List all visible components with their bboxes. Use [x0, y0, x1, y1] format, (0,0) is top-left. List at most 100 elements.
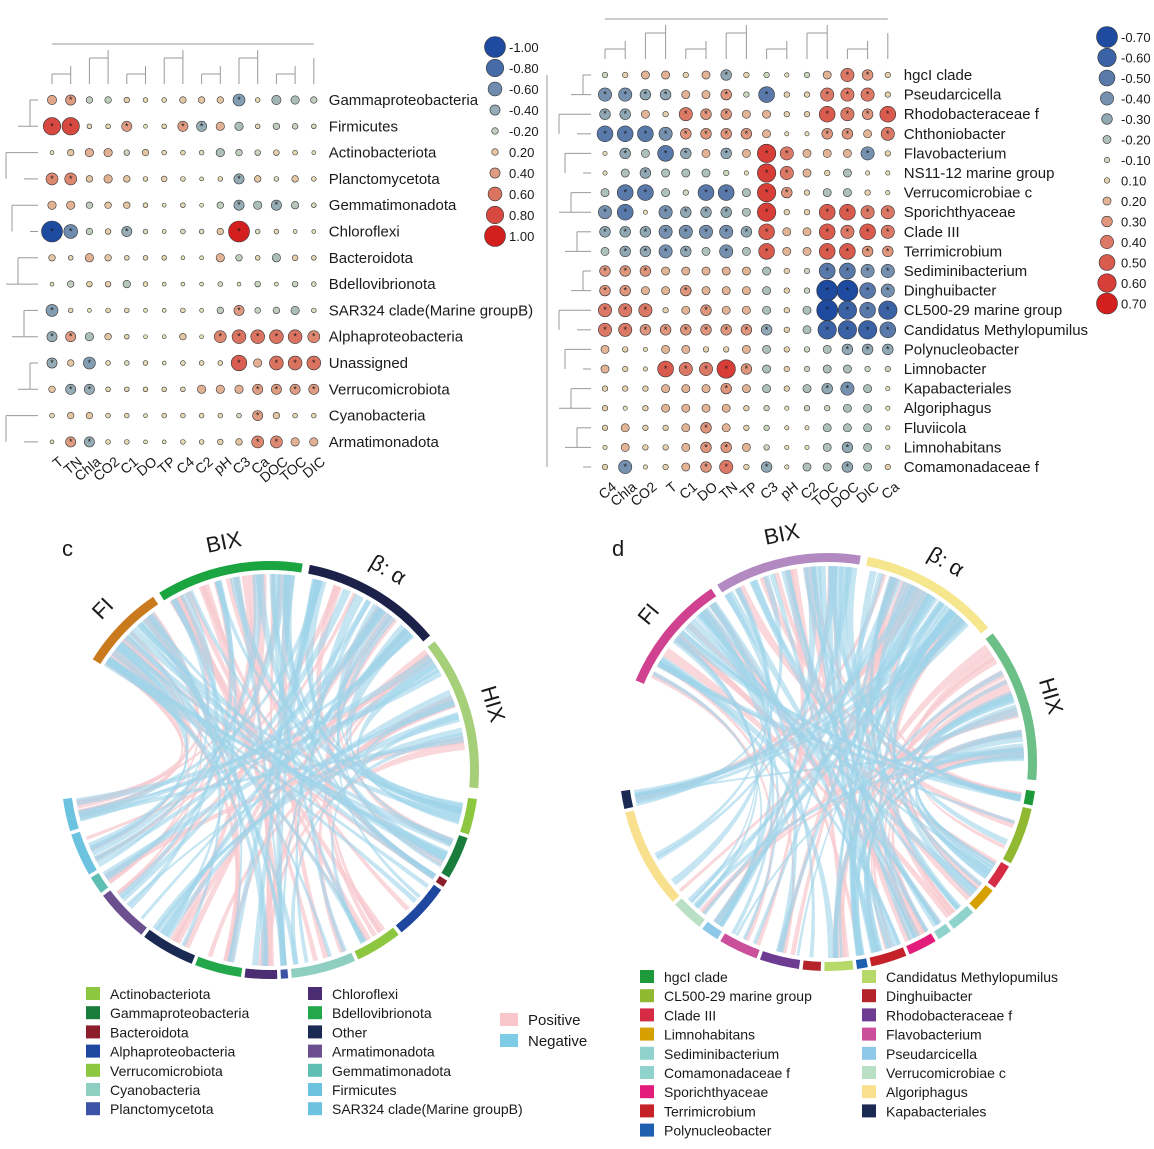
- bubble-rhodobacteraceae-f-tp: [742, 109, 751, 119]
- bubble-sar324-clade-marine-groupb-do: [143, 308, 148, 313]
- bubble-gemmatimonadota-t: [47, 200, 57, 210]
- sector-flavobacterium: [720, 933, 760, 959]
- column-label-ca: Ca: [878, 478, 902, 502]
- bubble-limnobacter-t: [657, 360, 674, 378]
- bubble-alphaproteobacteria-t: [46, 331, 58, 343]
- bubble-actinobacteriota-toc: [292, 149, 298, 156]
- bubble-sediminibacterium-chla: [619, 265, 631, 277]
- bubble-cl500-29-marine-group-ph: [783, 307, 790, 314]
- bubble-fluviicola-chla: [620, 423, 630, 433]
- bubble-polynucleobacter-c1: [681, 345, 691, 354]
- bubble-sporichthyaceae-toc: [818, 203, 836, 221]
- significance-mark: *: [181, 121, 185, 131]
- bubble-bacteroidota-dic: [311, 255, 317, 261]
- significance-mark: *: [866, 266, 870, 276]
- significance-mark: *: [886, 286, 890, 296]
- bubble-hgci-clade-toc: [822, 70, 832, 80]
- sector-rhodobacteraceae-f: [759, 951, 801, 969]
- bubble-planctomycetota-c3: [233, 173, 245, 185]
- bubble-limnobacter-toc: [822, 364, 832, 374]
- legend-swatch-verrucomicrobiae-c: [862, 1066, 876, 1079]
- significance-mark: *: [886, 129, 890, 139]
- significance-mark: *: [293, 332, 297, 342]
- significance-mark: *: [866, 325, 870, 335]
- significance-mark: *: [684, 227, 688, 237]
- bubble-gemmatimonadota-c3: [233, 199, 245, 211]
- legend-value: -0.50: [1121, 71, 1151, 86]
- negative-link: [855, 570, 916, 941]
- legend-label-sar324-clade-marine-groupb: SAR324 clade(Marine groupB): [332, 1101, 523, 1117]
- bubble-limnobacter-doc: [843, 364, 852, 374]
- sector-pseudarcicella: [702, 921, 723, 940]
- bubble-planctomycetota-tn: [64, 172, 77, 186]
- bubble-terrimicrobium-tn: [719, 244, 734, 259]
- bubble-dinghuibacter-ph: [783, 287, 790, 294]
- bubble-comamonadaceae-f-doc: [841, 461, 854, 473]
- legend-swatch-kapabacteriales: [862, 1104, 876, 1118]
- bubble-kapabacteriales-dic: [863, 384, 872, 393]
- bubble-cyanobacteria-c2: [198, 412, 205, 419]
- bubble-chthoniobacter-c2: [804, 131, 810, 137]
- legend-swatch-polynucleobacter: [640, 1123, 654, 1137]
- bubble-dinghuibacter-chla: [619, 284, 631, 297]
- bubble-firmicutes-ca: [255, 123, 261, 130]
- legend-value: 0.20: [509, 145, 534, 160]
- significance-mark: *: [312, 358, 316, 368]
- bubble-sar324-clade-marine-groupb-tn: [67, 307, 74, 314]
- legend-value: -0.80: [509, 61, 539, 76]
- bubble-polynucleobacter-ca: [882, 343, 894, 356]
- sector-hix: [985, 633, 1037, 781]
- legend-swatch-actinobacteriota: [86, 987, 100, 1000]
- sector-bacteroidota: [435, 875, 448, 887]
- bubble-planctomycetota-chla: [85, 175, 93, 183]
- column-label-t: T: [663, 478, 680, 496]
- row-label-bacteroidota: Bacteroidota: [329, 250, 414, 267]
- bubble-algoriphagus-do: [701, 403, 711, 413]
- bubble-gemmatimonadota-do: [142, 202, 149, 208]
- bubble-bdellovibrionota-ph: [217, 281, 224, 287]
- bubble-fluviicola-doc: [843, 423, 852, 433]
- bubble-planctomycetota-ph: [217, 176, 224, 182]
- bubble-sar324-clade-marine-groupb-co2: [105, 307, 111, 314]
- bubble-ns11-12-marine-group-tn: [723, 169, 730, 177]
- bubble-pseudarcicella-toc: [820, 87, 835, 102]
- negative-link: [812, 566, 890, 950]
- bubble-bacteroidota-do: [142, 255, 149, 261]
- bubble-bacteroidota-doc: [271, 253, 281, 263]
- bubble-terrimicrobium-toc: [818, 243, 836, 260]
- bubble-bdellovibrionota-dic: [311, 281, 317, 287]
- bubble-pseudarcicella-chla: [618, 87, 633, 102]
- bubble-hgci-clade-ph: [784, 72, 790, 78]
- sector-label-hix: HIX: [476, 683, 510, 726]
- negative-link: [104, 661, 418, 904]
- significance-mark: *: [256, 332, 260, 342]
- sector-bix: [159, 561, 303, 601]
- bubble-polynucleobacter-t: [661, 345, 670, 354]
- bubble-fluviicola-c1: [681, 423, 691, 433]
- bubble-polynucleobacter-c4: [600, 345, 610, 354]
- sector-label-bix: BIX: [204, 526, 244, 558]
- bubble-armatimonadota-t: [49, 439, 55, 445]
- legend-swatch-hgci-clade: [640, 970, 654, 983]
- bubble-chthoniobacter-ph: [784, 131, 790, 137]
- significance-mark: *: [765, 188, 769, 198]
- bubble-firmicutes-chla: [86, 123, 93, 130]
- bubble-clade-iii-toc: [818, 223, 836, 241]
- row-dendrogram: [5, 99, 38, 443]
- bubble-verrucomicrobiae-c-ph: [781, 186, 793, 199]
- significance-mark: *: [846, 325, 850, 335]
- significance-mark: *: [886, 266, 890, 276]
- bubble-verrucomicrobiota-ca: [252, 383, 264, 395]
- bubble-candidatus-methylopumilus-tp: [740, 324, 753, 336]
- row-label-pseudarcicella: Pseudarcicella: [904, 87, 1002, 104]
- bubble-kapabacteriales-c4: [601, 385, 609, 392]
- significance-mark: *: [724, 109, 728, 119]
- significance-mark: *: [88, 358, 92, 368]
- sector-alphaproteobacteria: [395, 884, 442, 933]
- bubble-armatimonadota-dic: [309, 437, 319, 447]
- bubble-verrucomicrobiae-c-do: [697, 184, 715, 201]
- sector-cl500-29-marine-group: [1002, 806, 1032, 864]
- bubble-bdellovibrionota-chla: [86, 280, 93, 288]
- sector-chloroflexi: [244, 968, 278, 979]
- bubble-sediminibacterium-ph: [783, 267, 790, 275]
